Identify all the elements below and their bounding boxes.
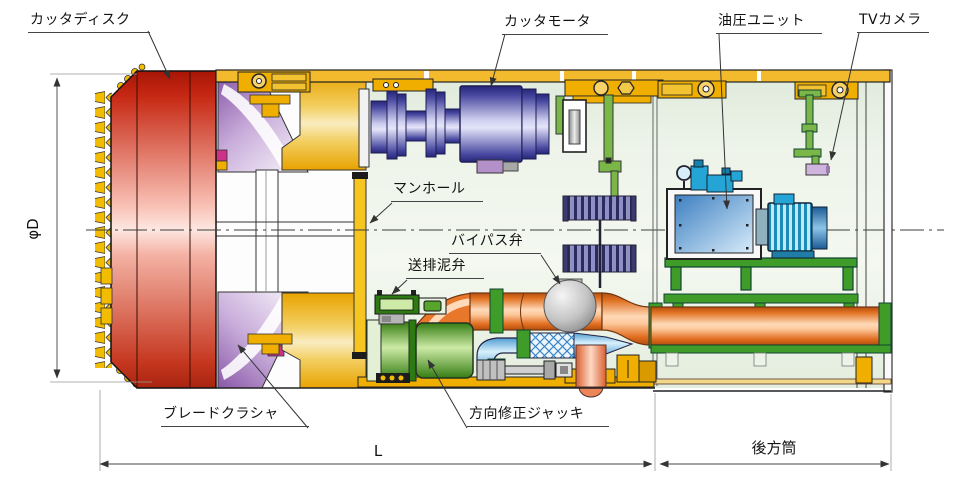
leader-mud-valve [391, 279, 408, 295]
leader-direction-jack [427, 359, 468, 429]
agitator-lower [562, 220, 637, 288]
cutter-motor [358, 85, 550, 174]
label-mud-valve: 送排泥弁 [406, 258, 484, 279]
flexible-joint [529, 332, 575, 359]
hydraulic-unit-motor [755, 193, 828, 259]
label-bypass-valve: バイパス弁 [449, 233, 541, 254]
cutter-drive-housing [237, 71, 311, 93]
label-cutter-motor: カッタモータ [502, 14, 608, 35]
center-support-column [216, 169, 354, 293]
seal-blocks [214, 149, 228, 171]
leader-bypass-valve [540, 254, 561, 285]
leader-lines [147, 30, 860, 429]
leader-cutter-disk [147, 30, 171, 80]
roof-bracket-3 [657, 80, 727, 99]
steering-jack-rod [476, 359, 573, 381]
label-manhole: マンホール [391, 181, 483, 202]
bypass-valve-body [543, 278, 597, 333]
leader-hydraulic-unit [718, 33, 731, 210]
leader-tv-camera [829, 32, 860, 161]
tv-camera-body [805, 163, 830, 176]
mud-valve-body [374, 290, 447, 325]
direction-jack [366, 319, 474, 383]
agitator-upper [562, 195, 637, 222]
label-blade-crusher: ブレードクラシャ [161, 406, 309, 427]
camera-mount [793, 89, 822, 167]
roof-bracket-1 [372, 78, 434, 92]
leader-manhole [369, 202, 393, 224]
dimension-l [99, 390, 892, 471]
leader-blade-crusher [237, 344, 309, 429]
dimension-phi-d [50, 73, 152, 383]
drain-pipe [564, 344, 616, 398]
bulkhead [247, 72, 367, 389]
hydraulic-unit-tank [666, 188, 762, 260]
pipe-clamp-blocks [616, 354, 873, 384]
lower-rail [650, 344, 892, 392]
control-panel [555, 95, 587, 153]
label-direction-jack: 方向修正ジャッキ [467, 406, 609, 427]
dim-diameter-label: φD [24, 218, 42, 240]
label-cutter-disk: カッタディスク [28, 12, 150, 33]
hydraulic-unit-table [664, 257, 858, 291]
leader-cutter-motor [489, 33, 506, 87]
label-tv-camera: TVカメラ [857, 12, 929, 33]
dim-rear-cylinder-label: 後方筒 [751, 439, 797, 457]
dim-length-label: L [373, 442, 383, 460]
manhole-hatch [352, 172, 368, 359]
hydraulic-unit-pump [690, 159, 743, 193]
hydraulic-unit-gauge [676, 165, 692, 190]
shield-top-skin [215, 69, 891, 83]
label-hydraulic-unit: 油圧ユニット [716, 13, 822, 34]
